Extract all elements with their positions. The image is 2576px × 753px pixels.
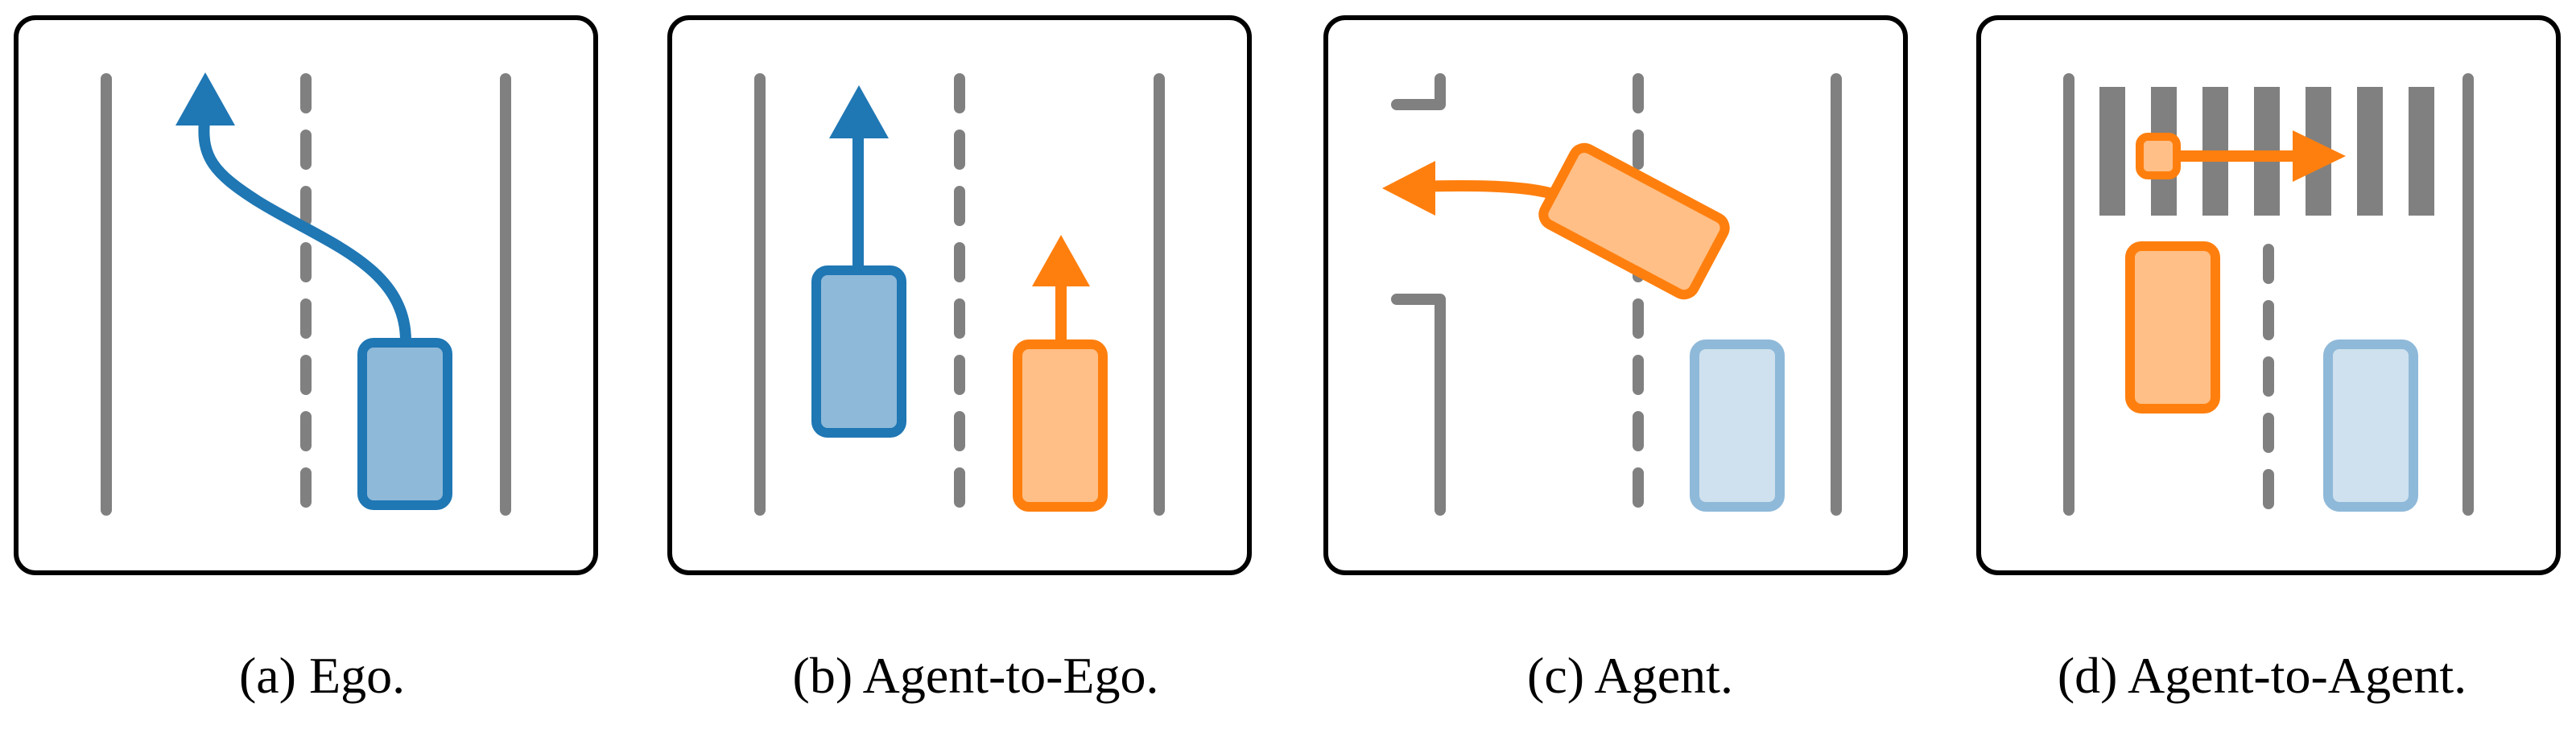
scene-agent-to-agent — [1976, 15, 2561, 575]
ego-vehicle-faded — [1690, 339, 1785, 512]
ego-trajectory-arrowhead — [175, 72, 235, 126]
agent-vehicle-turning — [1538, 142, 1730, 300]
agent-trajectory-arrowhead — [1032, 235, 1090, 286]
side-road-corner-top — [1391, 73, 1446, 110]
caption-ego: (a) Ego. — [238, 647, 406, 704]
ego-vehicle — [811, 265, 906, 438]
agent-vehicle — [1013, 339, 1108, 512]
panel-agent-to-agent: (d) Agent-to-Agent. — [1961, 0, 2576, 753]
scene-agent-to-ego — [667, 15, 1252, 575]
scene-agent — [1323, 15, 1908, 575]
scene-ego — [14, 15, 598, 575]
panel-agent: (c) Agent. — [1308, 0, 1952, 753]
side-road-corner-bottom — [1391, 294, 1446, 516]
ego-vehicle — [357, 338, 452, 510]
ego-trajectory-lane-change — [198, 115, 411, 347]
agent-vehicle — [2125, 241, 2220, 414]
panel-agent-to-ego: (b) Agent-to-Ego. — [654, 0, 1298, 753]
panel-ego: (a) Ego. — [0, 0, 644, 753]
ego-trajectory-arrowhead — [829, 85, 889, 138]
ego-vehicle-faded — [2323, 339, 2418, 512]
caption-agent-to-ego: (b) Agent-to-Ego. — [792, 647, 1159, 704]
pedestrian-trajectory-arrowhead — [2293, 130, 2346, 182]
agent-trajectory-arrowhead — [1382, 161, 1435, 216]
caption-agent: (c) Agent. — [1527, 647, 1733, 704]
caption-agent-to-agent: (d) Agent-to-Agent. — [2057, 647, 2467, 704]
pedestrian-agent — [2136, 133, 2181, 179]
